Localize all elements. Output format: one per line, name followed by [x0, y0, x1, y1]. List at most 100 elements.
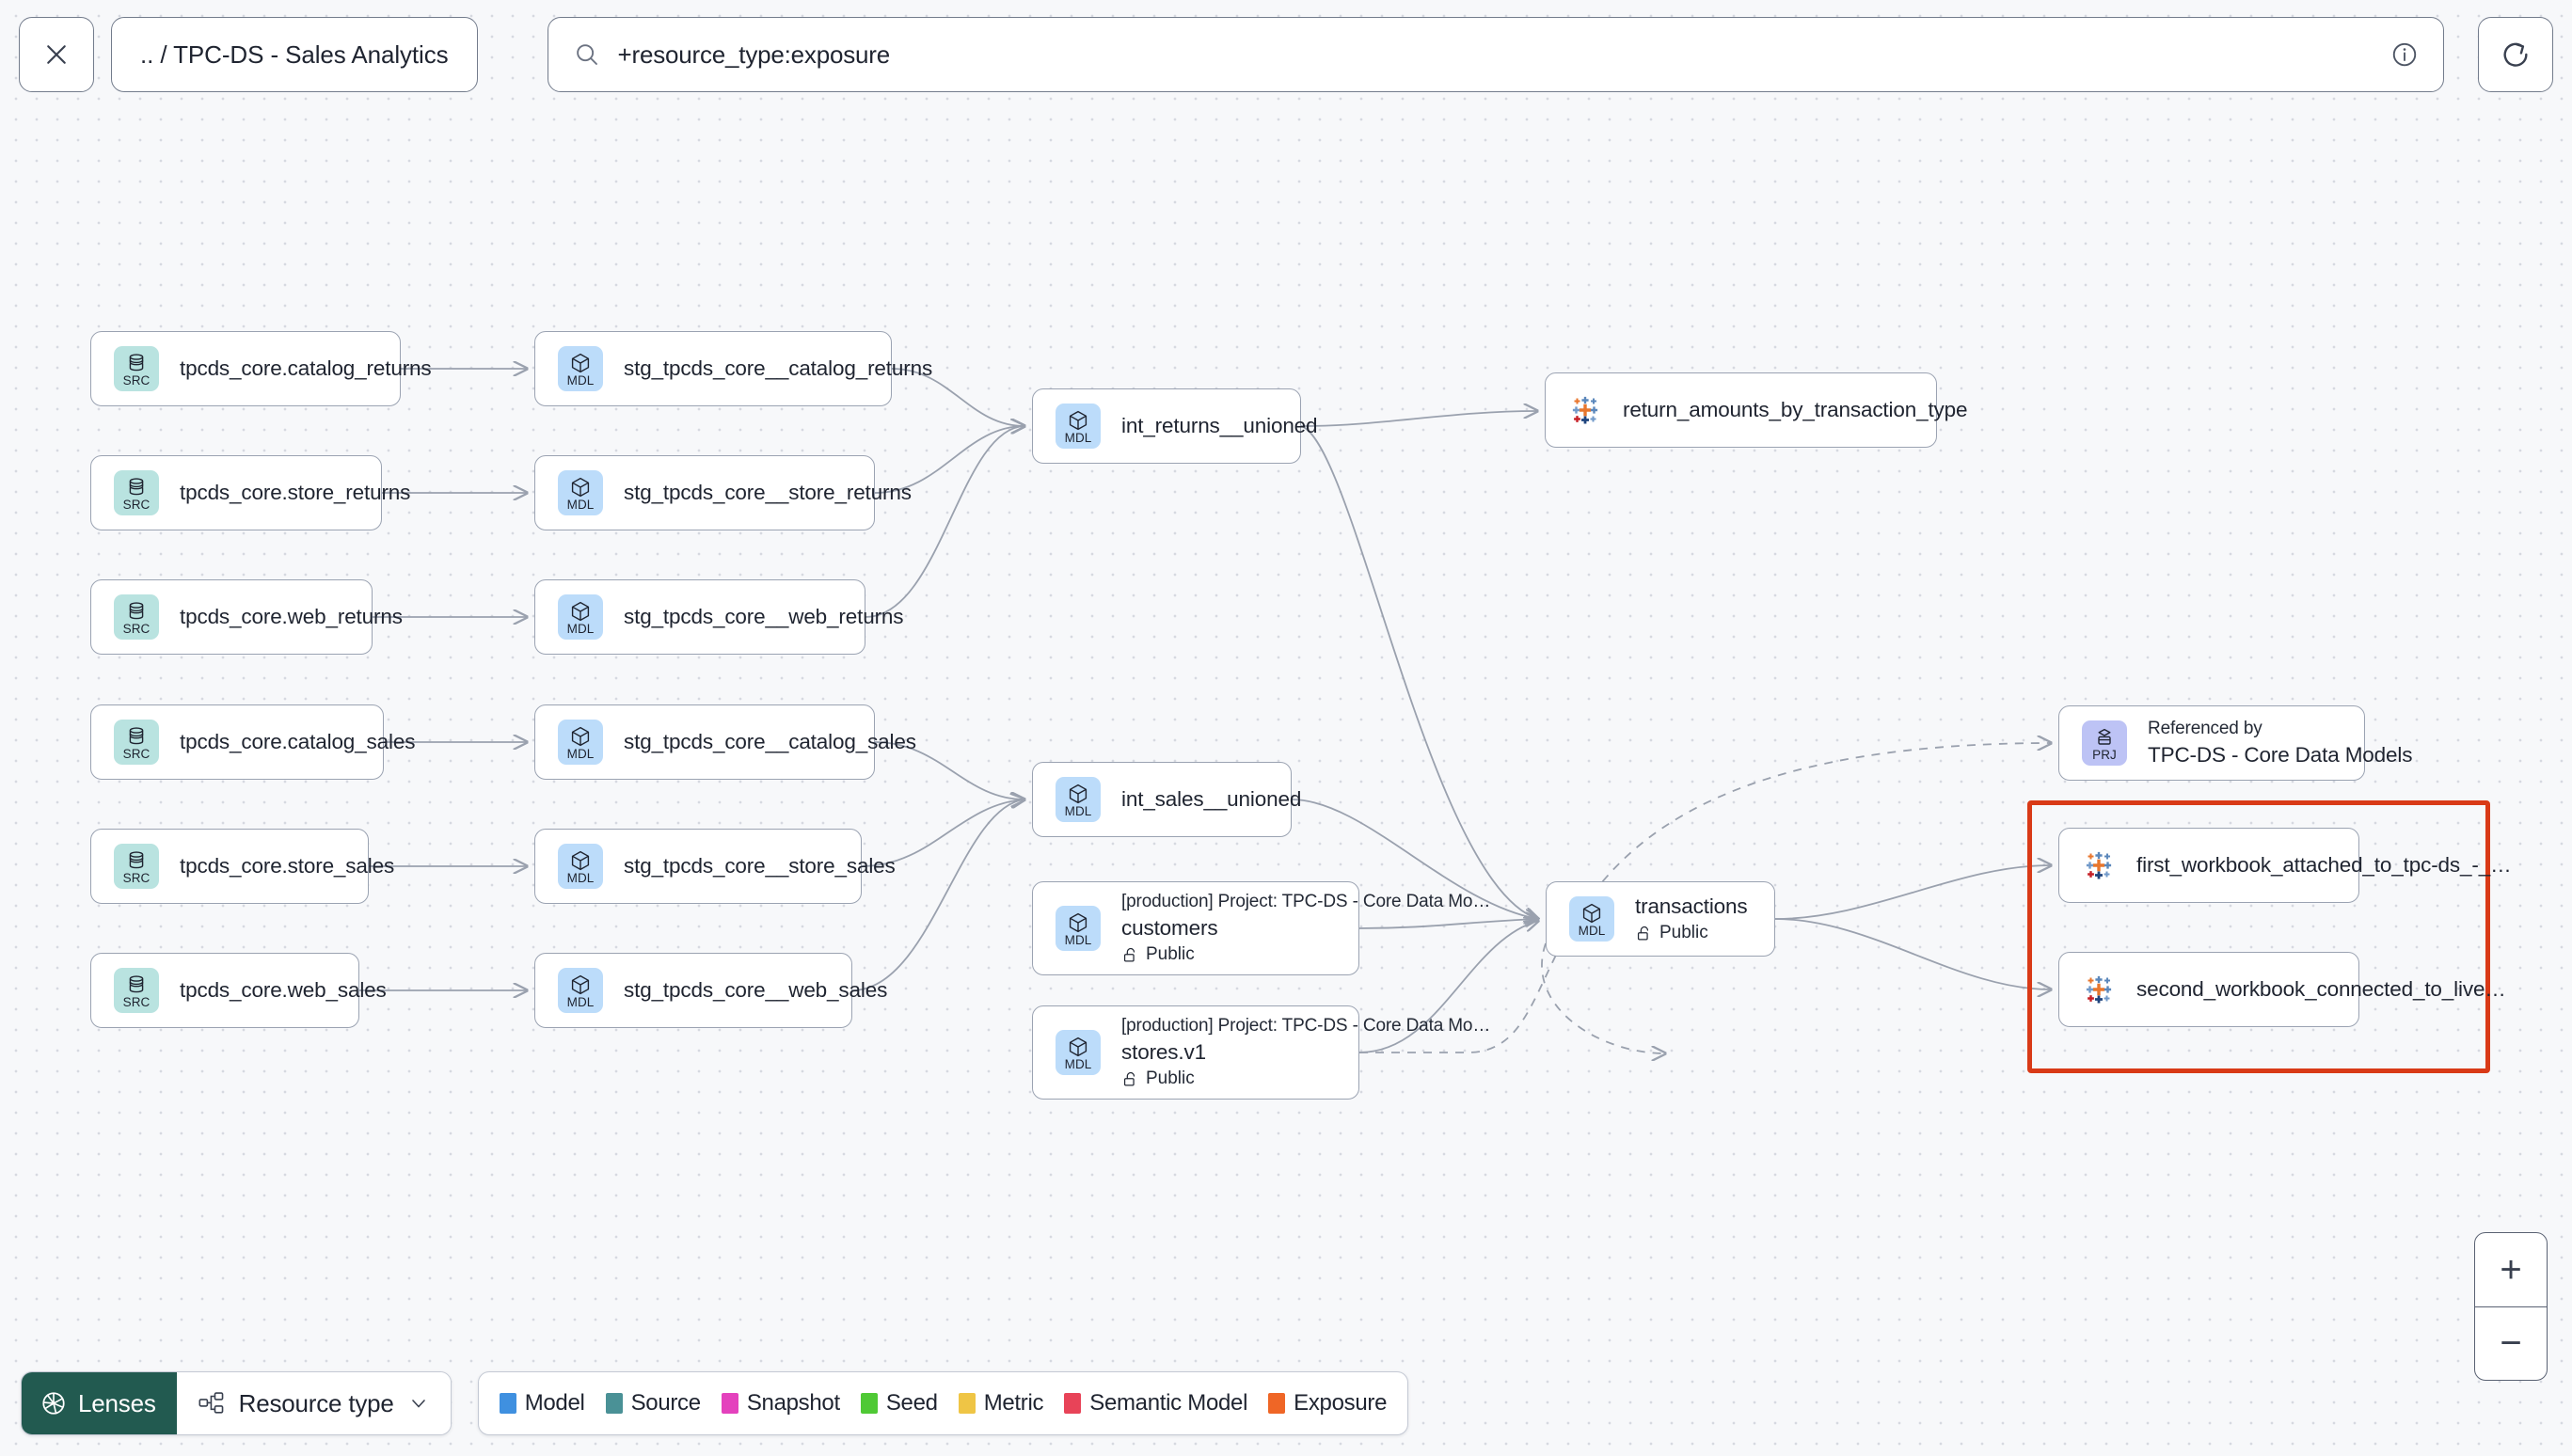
node-label: tpcds_core.web_sales — [180, 978, 387, 1002]
node-badge-label: MDL — [1064, 1056, 1092, 1071]
node-text-block: int_sales__unioned — [1121, 787, 1302, 812]
legend-item-metric[interactable]: Metric — [958, 1390, 1044, 1416]
node-text-block: stg_tpcds_core__catalog_returns — [624, 356, 933, 381]
legend-label: Source — [630, 1390, 702, 1416]
node-label: second_workbook_connected_to_live… — [2136, 977, 2506, 1001]
node-badge-label: MDL — [566, 870, 595, 885]
node-label: stg_tpcds_core__store_sales — [624, 854, 896, 878]
node-badge-label: SRC — [122, 994, 151, 1009]
graph-node-stg_web_sales[interactable]: MDL stg_tpcds_core__web_sales — [534, 953, 888, 1028]
node-badge-mdl: MDL — [558, 594, 603, 640]
node-text-block: stg_tpcds_core__web_sales — [624, 978, 888, 1003]
legend-item-seed[interactable]: Seed — [860, 1390, 938, 1416]
database-icon — [129, 353, 144, 371]
node-label: TPC-DS - Core Data Models — [2148, 743, 2413, 767]
node-label: int_sales__unioned — [1121, 787, 1302, 811]
node-label: first_workbook_attached_to_tpc-ds_-_… — [2136, 853, 2512, 877]
node-text-block: tpcds_core.catalog_returns — [180, 356, 432, 381]
graph-node-customers[interactable]: MDL[production] Project: TPC-DS - Core D… — [1032, 881, 1490, 975]
graph-node-stg_catalog_sales[interactable]: MDL stg_tpcds_core__catalog_sales — [534, 704, 916, 780]
legend-item-snapshot[interactable]: Snapshot — [721, 1390, 840, 1416]
close-button[interactable] — [19, 17, 94, 92]
lenses-control-group: Lenses Resource type — [21, 1371, 452, 1435]
database-icon — [129, 601, 144, 619]
cube-icon — [571, 601, 590, 621]
legend-item-source[interactable]: Source — [605, 1390, 702, 1416]
node-badge-mdl: MDL — [558, 844, 603, 889]
node-text-block: int_returns__unioned — [1121, 414, 1318, 438]
node-label: stg_tpcds_core__catalog_returns — [624, 356, 933, 380]
node-label: int_returns__unioned — [1121, 414, 1318, 437]
legend-item-model[interactable]: Model — [499, 1390, 585, 1416]
node-text-block: first_workbook_attached_to_tpc-ds_-_… — [2136, 853, 2512, 878]
graph-node-first_workbook[interactable]: first_workbook_attached_to_tpc-ds_-_… — [2058, 828, 2512, 903]
node-badge-label: SRC — [122, 372, 151, 388]
lenses-button[interactable]: Lenses — [22, 1372, 177, 1434]
node-subtitle: Referenced by — [2148, 719, 2262, 738]
search-input[interactable] — [617, 40, 2374, 70]
search-box[interactable] — [547, 17, 2444, 92]
node-badge-mdl: MDL — [558, 720, 603, 765]
node-badge-label: SRC — [122, 870, 151, 885]
graph-node-stg_store_sales[interactable]: MDL stg_tpcds_core__store_sales — [534, 829, 896, 904]
node-text-block: return_amounts_by_transaction_type — [1623, 398, 1968, 422]
node-text-block: stg_tpcds_core__catalog_sales — [624, 730, 916, 754]
graph-node-return_amounts[interactable]: return_amounts_by_transaction_type — [1545, 372, 1968, 448]
node-badge-label: PRJ — [2092, 747, 2117, 762]
breadcrumb-label: .. / TPC-DS - Sales Analytics — [140, 40, 449, 69]
unlock-icon — [1123, 947, 1135, 961]
close-icon — [47, 45, 66, 64]
node-text-block: second_workbook_connected_to_live… — [2136, 977, 2506, 1002]
graph-node-referenced_by_project[interactable]: PRJ Referenced by TPC-DS - Core Data Model… — [2058, 705, 2413, 781]
top-toolbar: .. / TPC-DS - Sales Analytics — [0, 0, 2572, 109]
legend-swatch — [499, 1393, 516, 1414]
legend-item-exposure[interactable]: Exposure — [1268, 1390, 1387, 1416]
cube-icon — [1069, 1037, 1088, 1056]
graph-node-src_store_returns[interactable]: SRC tpcds_core.store_returns — [90, 455, 410, 530]
node-badge-label: MDL — [566, 497, 595, 512]
database-icon — [129, 726, 144, 744]
info-icon[interactable] — [2390, 40, 2419, 69]
breadcrumb[interactable]: .. / TPC-DS - Sales Analytics — [111, 17, 478, 92]
zoom-in-button[interactable]: + — [2500, 1248, 2522, 1290]
node-badge-label: SRC — [122, 497, 151, 512]
node-visibility-label: Public — [1146, 1068, 1195, 1088]
hierarchy-icon — [198, 1392, 223, 1414]
database-icon — [129, 477, 144, 495]
graph-node-second_workbook[interactable]: second_workbook_connected_to_live… — [2058, 952, 2506, 1027]
node-badge-label: MDL — [1064, 932, 1092, 947]
node-visibility-label: Public — [1659, 923, 1708, 942]
node-text-block: tpcds_core.store_returns — [180, 481, 410, 505]
node-visibility: Public — [1635, 923, 1748, 943]
node-badge-label: MDL — [566, 621, 595, 636]
zoom-out-button[interactable]: − — [2475, 1306, 2547, 1380]
node-label: return_amounts_by_transaction_type — [1623, 398, 1968, 421]
graph-node-src_catalog_returns[interactable]: SRC tpcds_core.catalog_returns — [90, 331, 432, 406]
node-label: stg_tpcds_core__web_sales — [624, 978, 888, 1002]
legend-label: Model — [524, 1390, 585, 1416]
legend-label: Exposure — [1294, 1390, 1388, 1416]
tableau-icon — [2086, 975, 2112, 1004]
resource-type-dropdown[interactable]: Resource type — [176, 1372, 451, 1434]
legend-label: Seed — [885, 1390, 938, 1416]
graph-node-stores_v1[interactable]: MDL[production] Project: TPC-DS - Core D… — [1032, 1005, 1490, 1100]
node-badge-src: SRC — [114, 720, 159, 765]
legend-label: Metric — [983, 1390, 1044, 1416]
zoom-controls: + − — [2474, 1232, 2548, 1381]
cube-icon — [571, 850, 590, 870]
node-badge-mdl: MDL — [558, 968, 603, 1013]
refresh-button[interactable] — [2478, 17, 2553, 92]
node-badge-src: SRC — [114, 470, 159, 515]
legend-item-semantic-model[interactable]: Semantic Model — [1064, 1390, 1247, 1416]
graph-node-src_web_sales[interactable]: SRC tpcds_core.web_sales — [90, 953, 387, 1028]
